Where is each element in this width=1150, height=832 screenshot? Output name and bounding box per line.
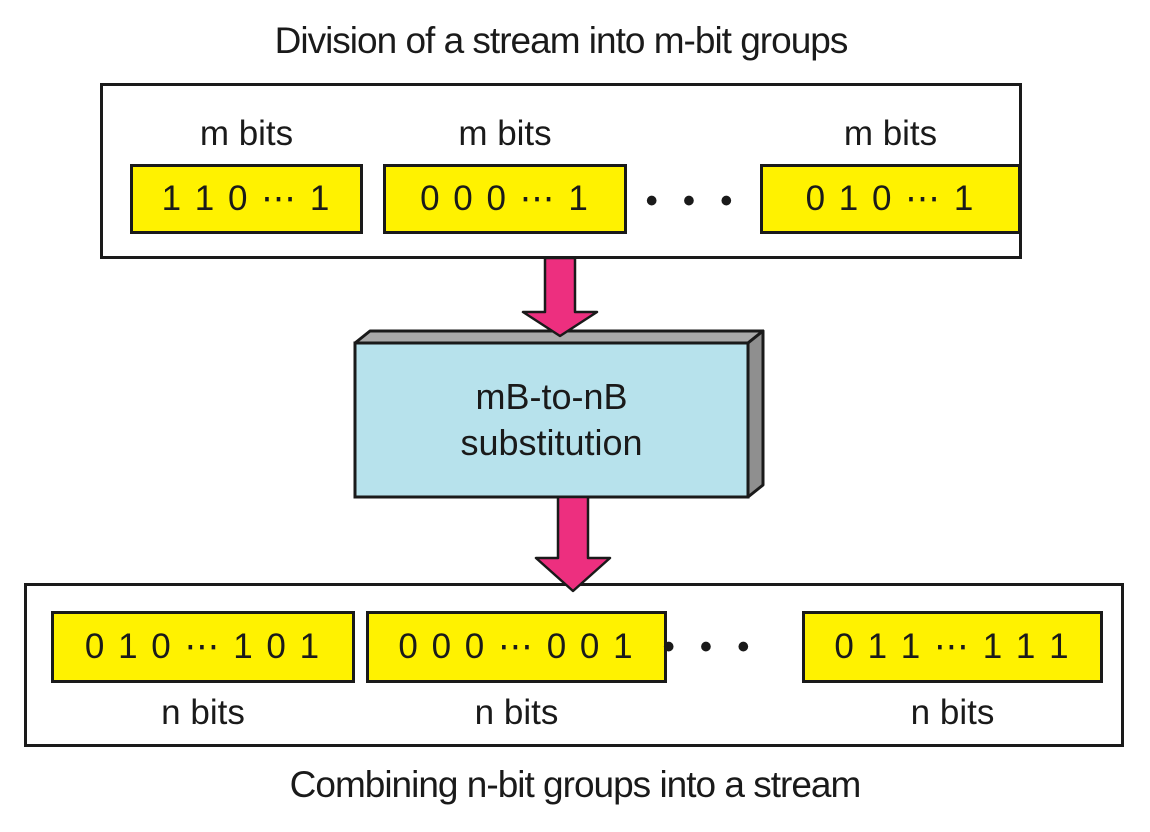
n-bit-cell-2: 0 0 0 ⋯ 0 0 1 [366,611,667,683]
bottom-caption: Combining n-bit groups into a stream [289,764,862,805]
substitution-label-line2: substitution [460,422,643,463]
n-bits-label-2: n bits [474,693,559,732]
n-bit-cell-3: 0 1 1 ⋯ 1 1 1 [802,611,1103,683]
m-bit-cell-1: 1 1 0 ⋯ 1 [130,164,363,234]
substitution-label: mB-to-nB substitution [355,343,748,497]
arrow-down-icon [521,256,599,338]
m-bit-groups-box: m bits 1 1 0 ⋯ 1 m bits 0 0 0 ⋯ 1 • • • … [100,83,1022,259]
m-bit-group-3: m bits 0 1 0 ⋯ 1 [760,111,1021,234]
n-bits-label-3: n bits [910,693,995,732]
arrow-down-icon [534,495,612,593]
substitution-label-line1: mB-to-nB [475,376,628,417]
ellipsis-dots-bottom: • • • [662,627,758,666]
m-bit-group-2: m bits 0 0 0 ⋯ 1 [383,111,627,234]
n-bit-group-2: 0 0 0 ⋯ 0 0 1 n bits [366,611,667,736]
substitution-box-shape [353,329,765,499]
m-bits-label-3: m bits [843,114,938,153]
m-bit-cell-3: 0 1 0 ⋯ 1 [760,164,1021,234]
n-bit-groups-box: 0 1 0 ⋯ 1 0 1 n bits 0 0 0 ⋯ 0 0 1 n bit… [24,583,1124,747]
n-bit-group-1: 0 1 0 ⋯ 1 0 1 n bits [51,611,355,736]
ellipsis-dots-top: • • • [645,181,741,220]
m-bits-label-2: m bits [458,114,552,153]
n-bit-group-3: 0 1 1 ⋯ 1 1 1 n bits [802,611,1103,736]
top-caption: Division of a stream into m-bit groups [274,20,849,61]
n-bits-label-1: n bits [161,693,245,732]
substitution-box [340,325,770,503]
m-bit-group-1: m bits 1 1 0 ⋯ 1 [130,111,363,234]
n-bit-cell-1: 0 1 0 ⋯ 1 0 1 [51,611,355,683]
m-bits-label-1: m bits [199,114,294,153]
m-bit-cell-2: 0 0 0 ⋯ 1 [383,164,627,234]
